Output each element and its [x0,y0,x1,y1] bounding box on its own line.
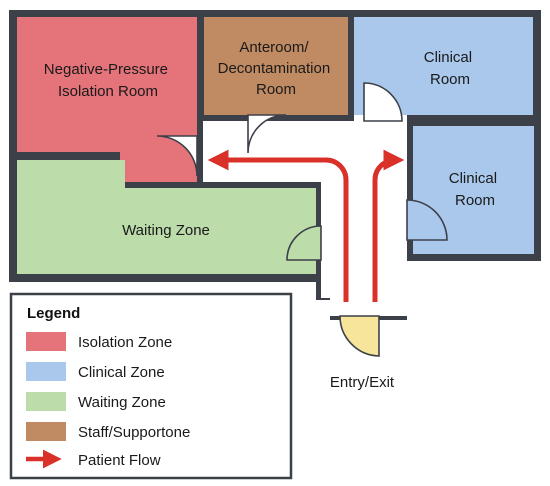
anteroom-label: Anteroom/ Decontamination Room [218,39,335,98]
isolation-room-label: Negative-Pressure Isolation Room [44,61,172,100]
legend-label-flow: Patient Flow [78,452,161,469]
entry-exit-label: Entry/Exit [330,374,395,391]
isolation-door [156,135,198,177]
clinical-room-top-label: Clinical Room [424,49,477,88]
legend-swatch-clinical [26,362,66,381]
legend: Legend Isolation Zone Clinical Zone Wait… [9,292,293,480]
legend-label-isolation: Isolation Zone [78,334,172,351]
legend-box [9,292,293,480]
waiting-door [286,225,322,261]
legend-swatch-waiting [26,392,66,411]
legend-label-staff: Staff/Supportone [78,424,190,441]
anteroom [204,17,348,115]
legend-title: Legend [27,305,80,322]
legend-swatch-isolation [26,332,66,351]
corridor [203,121,407,316]
patient-flow-arrow-right [372,149,405,302]
anteroom-door [247,114,287,154]
isolation-room [17,17,197,182]
clinical-top-door [363,82,403,122]
waiting-zone [17,160,316,274]
legend-swatch-staff [26,422,66,441]
clinical-right-door [406,199,448,241]
waiting-zone-label: Waiting Zone [122,222,210,239]
legend-label-clinical: Clinical Zone [78,364,165,381]
entry-door [339,315,380,357]
legend-label-waiting: Waiting Zone [78,394,166,411]
clinical-room-right-label: Clinical Room [449,170,502,209]
patient-flow-arrow-left [207,149,349,302]
